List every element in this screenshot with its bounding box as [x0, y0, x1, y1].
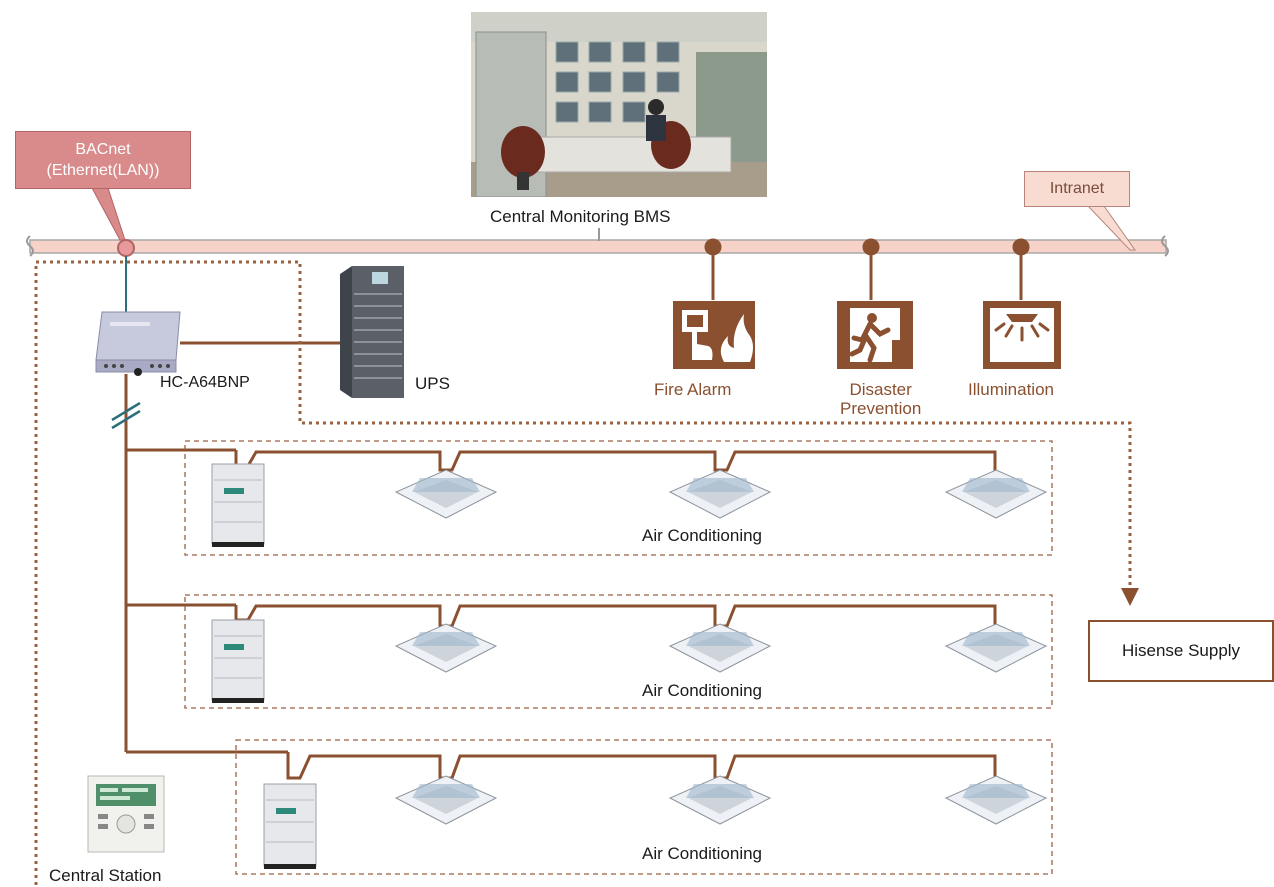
cassette-unit [944, 774, 1048, 831]
outdoor-unit [210, 618, 266, 709]
bacnet-label: BACnet [75, 141, 131, 158]
bacnet-callout: BACnet (Ethernet(LAN)) [15, 131, 191, 189]
fire-alarm-label: Fire Alarm [654, 380, 732, 399]
ac-group-label: Air Conditioning [642, 844, 763, 863]
cassette-unit [394, 622, 498, 679]
ac-group-label: Air Conditioning [642, 526, 763, 545]
illumination-label: Illumination [968, 380, 1054, 399]
break-mark-2-icon [111, 409, 141, 430]
ups-device [338, 264, 408, 405]
bms-label: Central Monitoring BMS [490, 207, 671, 226]
cassette-unit [394, 468, 498, 525]
break-mark-1-icon [111, 401, 141, 422]
cassette-unit [668, 622, 772, 679]
ceiling-light-icon [982, 300, 1062, 375]
outdoor-unit [262, 782, 318, 875]
ac-group-label: Air Conditioning [642, 681, 763, 700]
system-taps [704, 238, 1030, 300]
hisense-supply-box: Hisense Supply [1088, 620, 1274, 682]
fire-alarm-icon [672, 300, 756, 375]
disaster-label-line2: Prevention [840, 399, 922, 418]
emergency-exit-icon [836, 300, 914, 375]
gateway-label: HC-A64BNP [160, 374, 250, 391]
outdoor-unit [210, 462, 266, 553]
gateway-device [92, 308, 184, 383]
central-station-controller [86, 774, 166, 859]
monitoring-room-photo [471, 12, 767, 197]
ups-label: UPS [415, 374, 450, 393]
cassette-unit [394, 774, 498, 831]
bus-break-right-icon [1161, 235, 1169, 257]
cassette-unit [668, 774, 772, 831]
disaster-prevention-label: Disaster Prevention [840, 380, 921, 418]
disaster-label-line1: Disaster [849, 380, 912, 399]
intranet-bus [29, 239, 1167, 254]
supply-boundary [34, 260, 1132, 885]
central-station-label: Central Station [49, 866, 162, 885]
cassette-unit [944, 622, 1048, 679]
bacnet-node [117, 239, 135, 257]
ac-group-frames [184, 440, 1053, 875]
bacnet-pointer [91, 187, 126, 241]
bus-break-left-icon [26, 235, 34, 257]
supply-arrow-icon [1121, 588, 1139, 606]
bacnet-sub-label: (Ethernet(LAN)) [46, 162, 160, 179]
intranet-callout: Intranet [1024, 171, 1130, 207]
cassette-unit [668, 468, 772, 525]
cassette-unit [944, 468, 1048, 525]
